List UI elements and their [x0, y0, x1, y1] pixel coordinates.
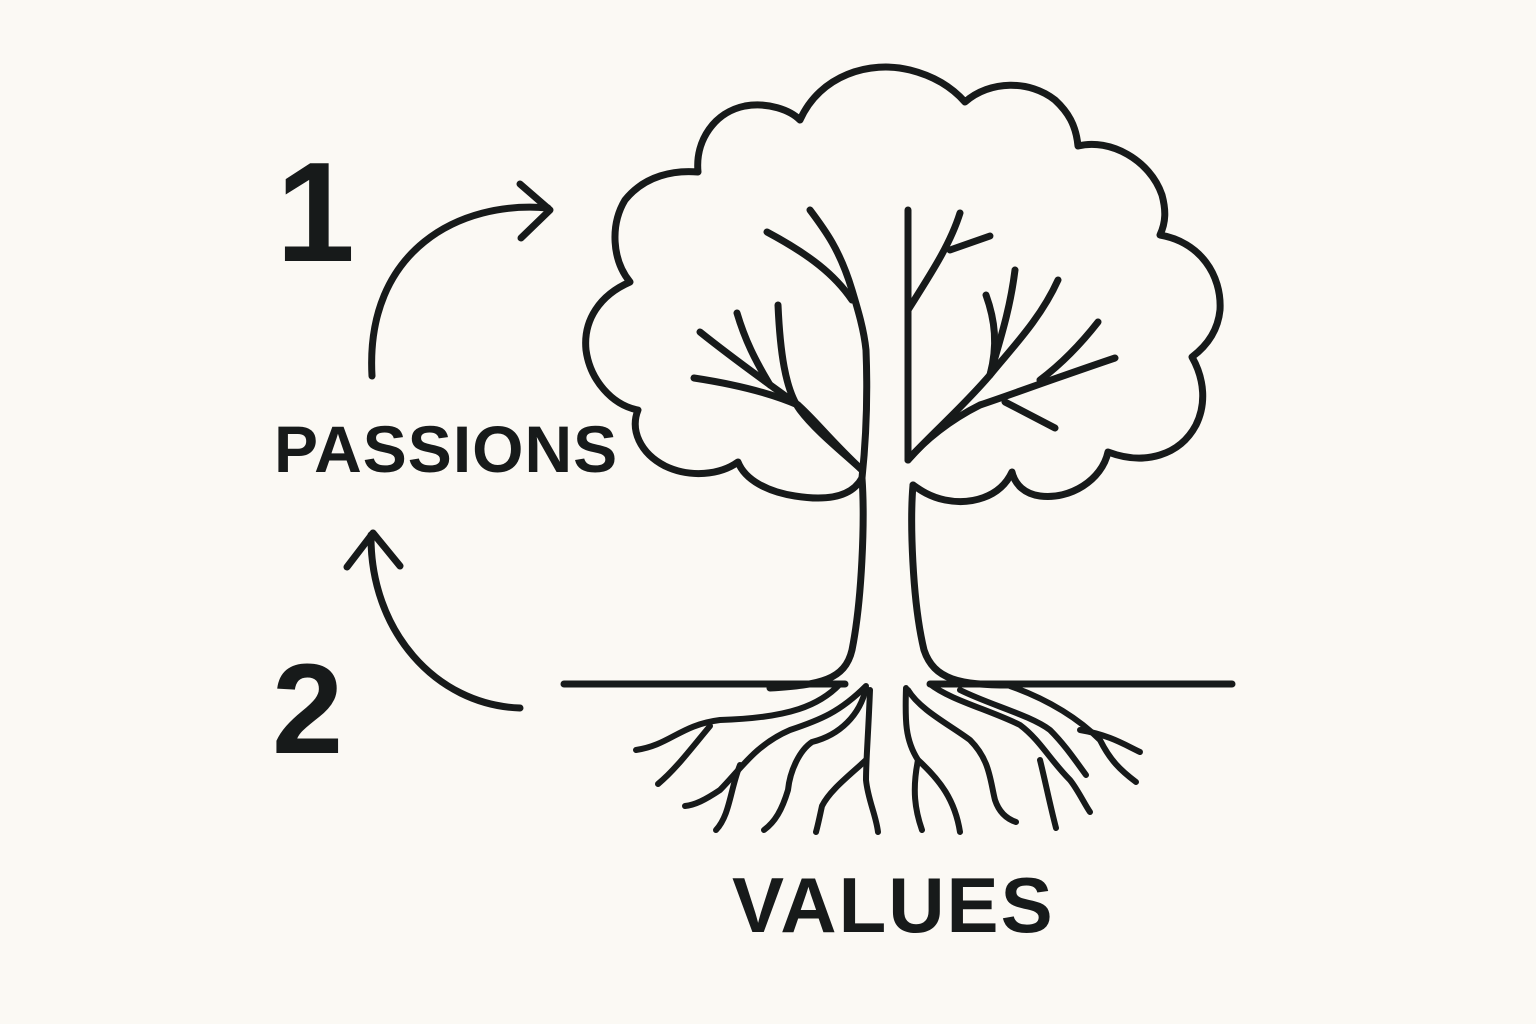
cycle-arrow-up [368, 180, 554, 380]
tree-branches [690, 209, 1119, 474]
values-label: VALUES [732, 861, 1055, 949]
cycle-arrow-down [343, 529, 524, 712]
step-number-2: 2 [272, 638, 344, 781]
tree-trunk-left [766, 206, 871, 692]
passions-label: PASSIONS [274, 412, 619, 486]
step-number-1: 1 [276, 133, 355, 292]
tree-canopy [582, 63, 1224, 506]
tree-roots [633, 681, 1143, 835]
